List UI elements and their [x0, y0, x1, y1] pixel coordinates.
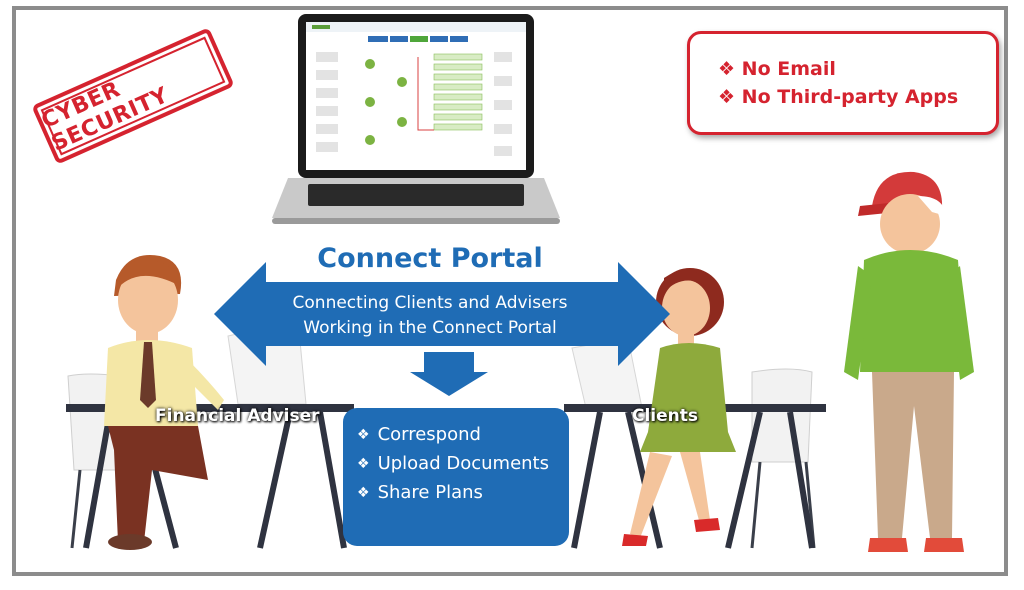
laptop-screen	[306, 22, 526, 170]
feature-upload-documents: ❖Upload Documents	[357, 453, 549, 474]
down-arrow	[410, 352, 488, 396]
restriction-no-email: ❖ No Email	[718, 58, 836, 80]
financial-adviser-figure	[104, 255, 224, 550]
restriction-no-third-party-apps: ❖ No Third-party Apps	[718, 86, 959, 108]
double-headed-arrow	[214, 262, 670, 366]
adviser-label: Financial Adviser	[155, 406, 320, 426]
laptop-keyboard	[308, 184, 524, 206]
client-man-figure	[844, 171, 974, 552]
feature-correspond: ❖Correspond	[357, 424, 481, 445]
feature-share-plans: ❖Share Plans	[357, 482, 483, 503]
portal-subtitle-line2: Working in the Connect Portal	[303, 318, 557, 338]
laptop-illustration	[272, 14, 560, 224]
restrictions-box: ❖ No Email ❖ No Third-party Apps	[687, 31, 999, 135]
portal-subtitle-line1: Connecting Clients and Advisers	[292, 293, 568, 313]
features-box: ❖Correspond ❖Upload Documents ❖Share Pla…	[343, 408, 569, 546]
clients-label: Clients	[632, 406, 699, 426]
portal-title: Connect Portal	[317, 243, 543, 274]
client-woman-figure	[622, 268, 736, 546]
